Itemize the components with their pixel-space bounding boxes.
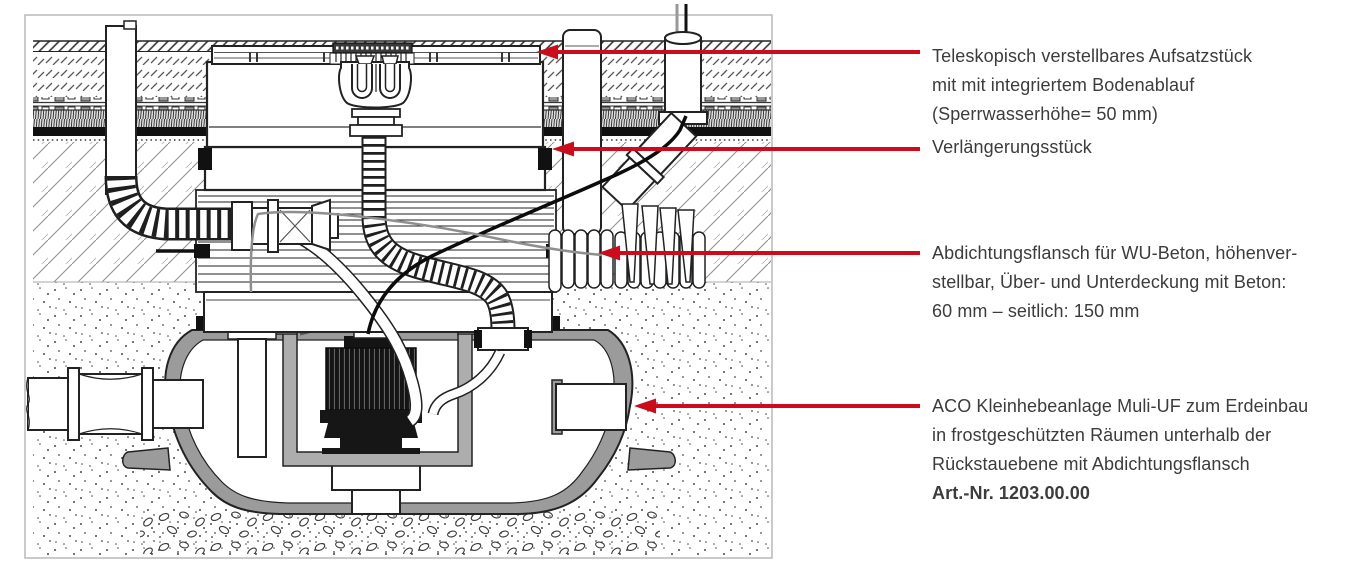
annotation-art-no: Art.-Nr. 1203.00.00 xyxy=(932,483,1090,503)
annotation-line: Abdichtungsflansch für WU-Beton, höhenve… xyxy=(932,243,1298,263)
annotation-abdichtungsflansch: Abdichtungsflansch für WU-Beton, höhenve… xyxy=(932,239,1362,326)
annotation-line: ACO Kleinhebeanlage Muli-UF zum Erdeinba… xyxy=(932,396,1309,416)
annotation-arrow-verlaengerungsstueck xyxy=(552,141,920,157)
annotation-arrow-aufsatzstueck xyxy=(536,44,920,60)
annotation-line: in frostgeschützten Räumen unterhalb der xyxy=(932,425,1272,445)
right-vent-pipe xyxy=(562,29,602,235)
cover-port xyxy=(474,327,532,351)
annotation-line: stellbar, Über- und Unterdeckung mit Bet… xyxy=(932,272,1287,292)
annotation-verlaengerungsstueck: Verlängerungsstück xyxy=(932,133,1362,162)
extension-seal-left xyxy=(198,148,212,170)
pressure-pipe-coupling xyxy=(231,198,339,253)
internal-hose xyxy=(427,349,506,416)
extension-seal-right xyxy=(538,148,552,170)
annotation-line: mit mit integriertem Bodenablauf xyxy=(932,75,1195,95)
annotation-aufsatzstueck: Teleskopisch verstellbares Aufsatzstück … xyxy=(932,42,1362,129)
left-drain-pipe xyxy=(105,20,137,195)
inlet-pipe-coupling xyxy=(26,367,204,441)
gravel-bed xyxy=(140,508,660,554)
pump-power-cable xyxy=(366,115,688,335)
corrugated-connector-sleeve xyxy=(548,203,706,293)
annotation-arrow-anlage xyxy=(634,398,920,414)
floor-drain xyxy=(329,42,415,137)
annotation-line: 60 mm – seitlich: 150 mm xyxy=(932,301,1140,321)
annotation-arrow-abdichtungsflansch xyxy=(598,245,920,261)
annotation-anlage: ACO Kleinhebeanlage Muli-UF zum Erdeinba… xyxy=(932,392,1362,508)
tank-foot-right xyxy=(627,447,676,471)
level-sensor xyxy=(227,287,277,458)
annotation-line: Teleskopisch verstellbares Aufsatzstück xyxy=(932,46,1253,66)
outlet-stub xyxy=(551,379,627,435)
tank-foot-left xyxy=(122,447,171,471)
pump-sump xyxy=(266,325,489,515)
annotation-line: (Sperrwasserhöhe= 50 mm) xyxy=(932,104,1158,124)
annotation-line: Rückstauebene mit Abdichtungsflansch xyxy=(932,454,1250,474)
annotation-line: Verlängerungsstück xyxy=(932,137,1092,157)
sensor-cable xyxy=(249,210,603,293)
